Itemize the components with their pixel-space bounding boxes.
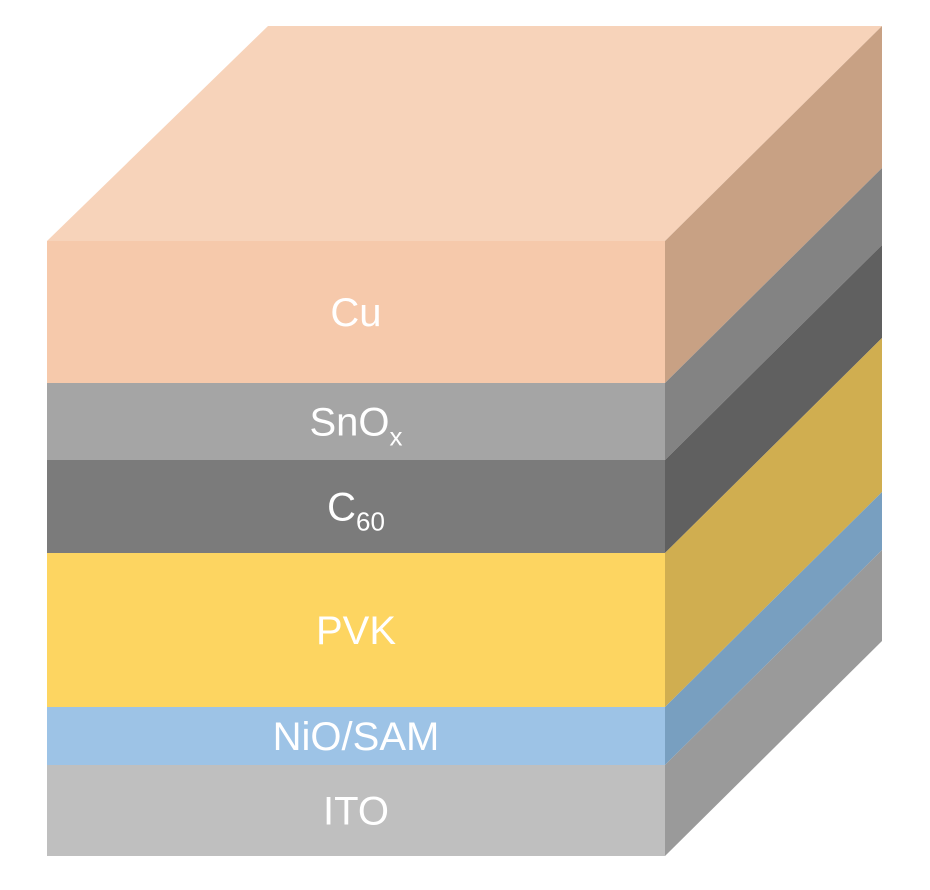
- layer-cu: Cu: [47, 26, 882, 383]
- layer-front-face: [47, 241, 665, 383]
- layer-ito: ITO: [47, 550, 882, 856]
- layer-label-main: C: [327, 486, 356, 530]
- layer-side-face: [665, 492, 882, 765]
- layer-label-subscript: x: [390, 422, 403, 452]
- layer-label-main: SnO: [309, 401, 389, 445]
- layer-side-face: [665, 26, 882, 383]
- layer-label-main: Cu: [330, 291, 381, 335]
- layer-label: Cu: [330, 291, 381, 335]
- layer-snox: SnOx: [47, 168, 882, 460]
- layer-side-face: [665, 168, 882, 460]
- layer-label-subscript: 60: [356, 507, 385, 537]
- layer-side-face: [665, 550, 882, 856]
- layer-pvk: PVK: [47, 338, 882, 707]
- layer-front-face: [47, 383, 665, 460]
- layer-label-main: PVK: [316, 609, 396, 653]
- layer-label: C60: [327, 486, 385, 537]
- layer-label-main: NiO/SAM: [273, 715, 440, 759]
- top-face: [47, 26, 882, 241]
- layer-side-face: [665, 245, 882, 553]
- layer-front-face: [47, 765, 665, 856]
- layer-label: PVK: [316, 609, 396, 653]
- layer-c60: C60: [47, 245, 882, 553]
- layer-label-main: ITO: [323, 790, 389, 834]
- layer-nio-sam: NiO/SAM: [47, 492, 882, 765]
- layer-label: ITO: [323, 790, 389, 834]
- layer-label: NiO/SAM: [273, 715, 440, 759]
- layer-side-face: [665, 338, 882, 707]
- layer-front-face: [47, 460, 665, 553]
- layer-front-face: [47, 553, 665, 707]
- layer-front-face: [47, 707, 665, 765]
- layer-label: SnOx: [309, 401, 402, 452]
